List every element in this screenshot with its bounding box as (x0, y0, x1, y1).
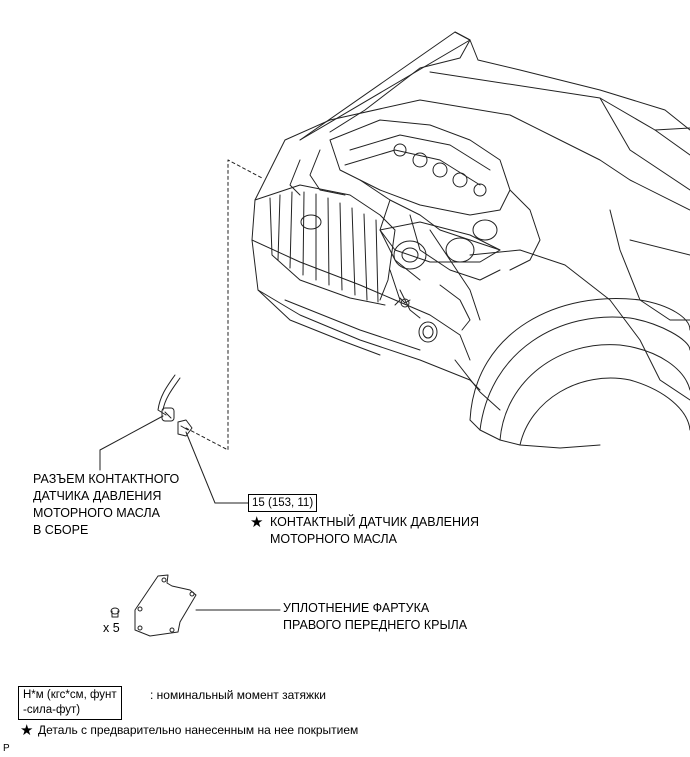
quantity-label: x 5 (103, 621, 120, 635)
connector-label-line-3: МОТОРНОГО МАСЛА (33, 506, 160, 520)
switch-label-line-2: МОТОРНОГО МАСЛА (270, 532, 397, 546)
switch-leader-line (185, 431, 249, 504)
connector-label-line-2: ДАТЧИКА ДАВЛЕНИЯ (33, 489, 162, 503)
vehicle-body-drawing (251, 31, 690, 449)
connector-label-line-1: РАЗЪЕМ КОНТАКТНОГО (33, 472, 180, 486)
legend-torque-description: : номинальный момент затяжки (150, 688, 326, 702)
fender-apron-seal-drawing (134, 574, 197, 637)
legend-torque-line-2: -сила-фут) (23, 704, 81, 716)
connector-leader-line (99, 415, 164, 471)
sensor-connector-drawing (157, 374, 181, 422)
legend-precoated-description: Деталь с предварительно нанесенным на не… (38, 723, 359, 737)
corner-mark: P (3, 743, 10, 754)
switch-label-line-1: КОНТАКТНЫЙ ДАТЧИК ДАВЛЕНИЯ (270, 515, 480, 529)
fender-seal-label: УПЛОТНЕНИЕ ФАРТУКА ПРАВОГО ПЕРЕДНЕГО КРЫ… (283, 600, 467, 634)
torque-value-box: 15 (153, 11) (248, 494, 318, 512)
connector-label-line-4: В СБОРЕ (33, 523, 89, 537)
seal-label-line-1: УПЛОТНЕНИЕ ФАРТУКА (283, 601, 430, 615)
engine-detail-drawing (289, 119, 541, 331)
legend-star-icon: ★ (20, 722, 34, 739)
dashed-locator-line (185, 159, 263, 451)
legend-torque-line-1: Н*м (кгс*см, фунт (23, 689, 117, 701)
seal-label-line-2: ПРАВОГО ПЕРЕДНЕГО КРЫЛА (283, 618, 468, 632)
oil-pressure-switch-label: КОНТАКТНЫЙ ДАТЧИК ДАВЛЕНИЯ МОТОРНОГО МАС… (270, 514, 479, 548)
connector-assembly-label: РАЗЪЕМ КОНТАКТНОГО ДАТЧИКА ДАВЛЕНИЯ МОТО… (33, 471, 179, 539)
legend-torque-box: Н*м (кгс*см, фунт -сила-фут) (18, 686, 122, 720)
oil-pressure-switch-drawing (177, 419, 193, 437)
precoated-star-icon: ★ (250, 514, 264, 531)
clip-drawing (110, 607, 120, 618)
